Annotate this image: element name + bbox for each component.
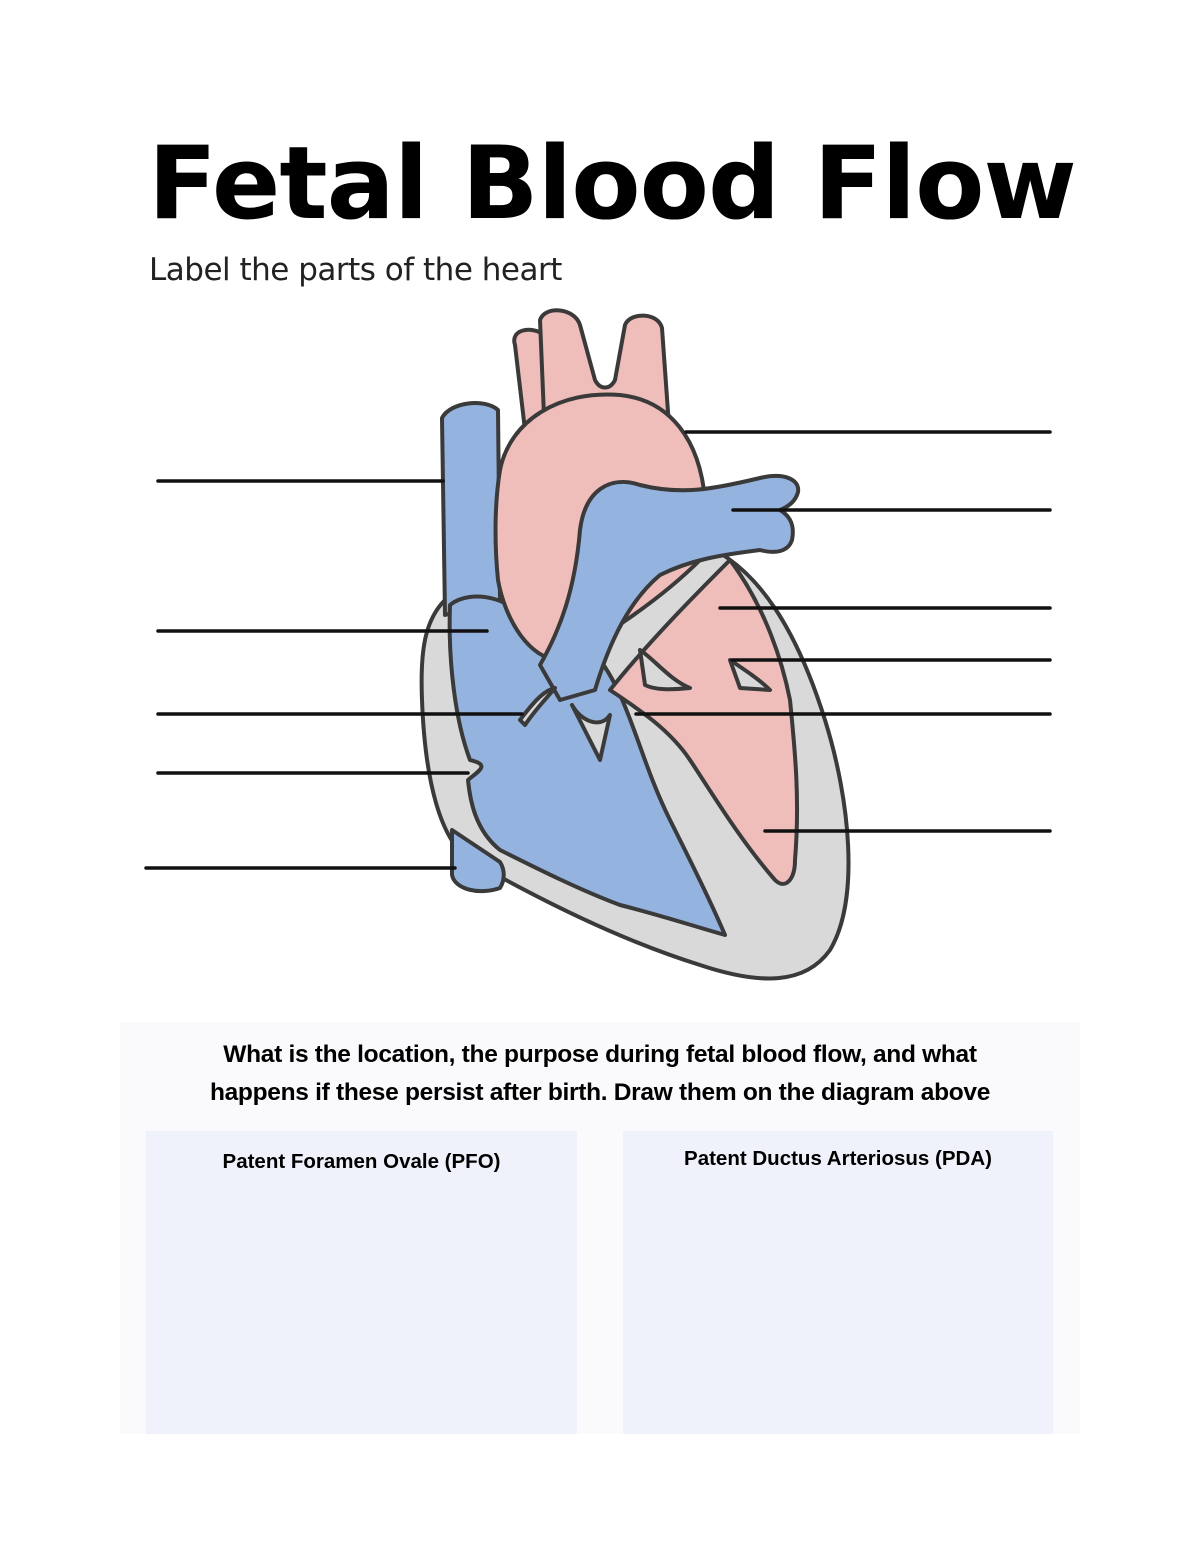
question-prompt: What is the location, the purpose during… — [120, 1036, 1080, 1112]
pfo-box-title: Patent Foramen Ovale (PFO) — [222, 1150, 501, 1173]
right-heart-chambers — [447, 594, 727, 937]
label-leader-lines — [144, 430, 1052, 870]
heart-diagram — [144, 308, 1052, 981]
pulmonary-valve — [570, 703, 612, 762]
inferior-vena-cava — [450, 828, 506, 894]
page-title: Fetal Blood Flow — [148, 124, 1077, 242]
page-subtitle: Label the parts of the heart — [149, 252, 562, 288]
tricuspid-valve — [518, 686, 557, 727]
mitral-valve — [638, 648, 692, 692]
superior-vena-cava — [440, 401, 502, 617]
aortic-valve — [728, 658, 772, 692]
question-prompt-line-1: What is the location, the purpose during… — [223, 1041, 977, 1068]
pda-box-title: Patent Ductus Arteriosus (PDA) — [684, 1147, 992, 1170]
pulmonary-trunk — [538, 473, 801, 702]
question-prompt-line-2: happens if these persist after birth. Dr… — [209, 1079, 991, 1106]
left-heart-chambers — [608, 558, 800, 886]
question-panel: What is the location, the purpose during… — [120, 1022, 1080, 1434]
pda-answer-box[interactable]: Patent Ductus Arteriosus (PDA) — [623, 1131, 1053, 1434]
pfo-answer-box[interactable]: Patent Foramen Ovale (PFO) — [146, 1131, 577, 1434]
